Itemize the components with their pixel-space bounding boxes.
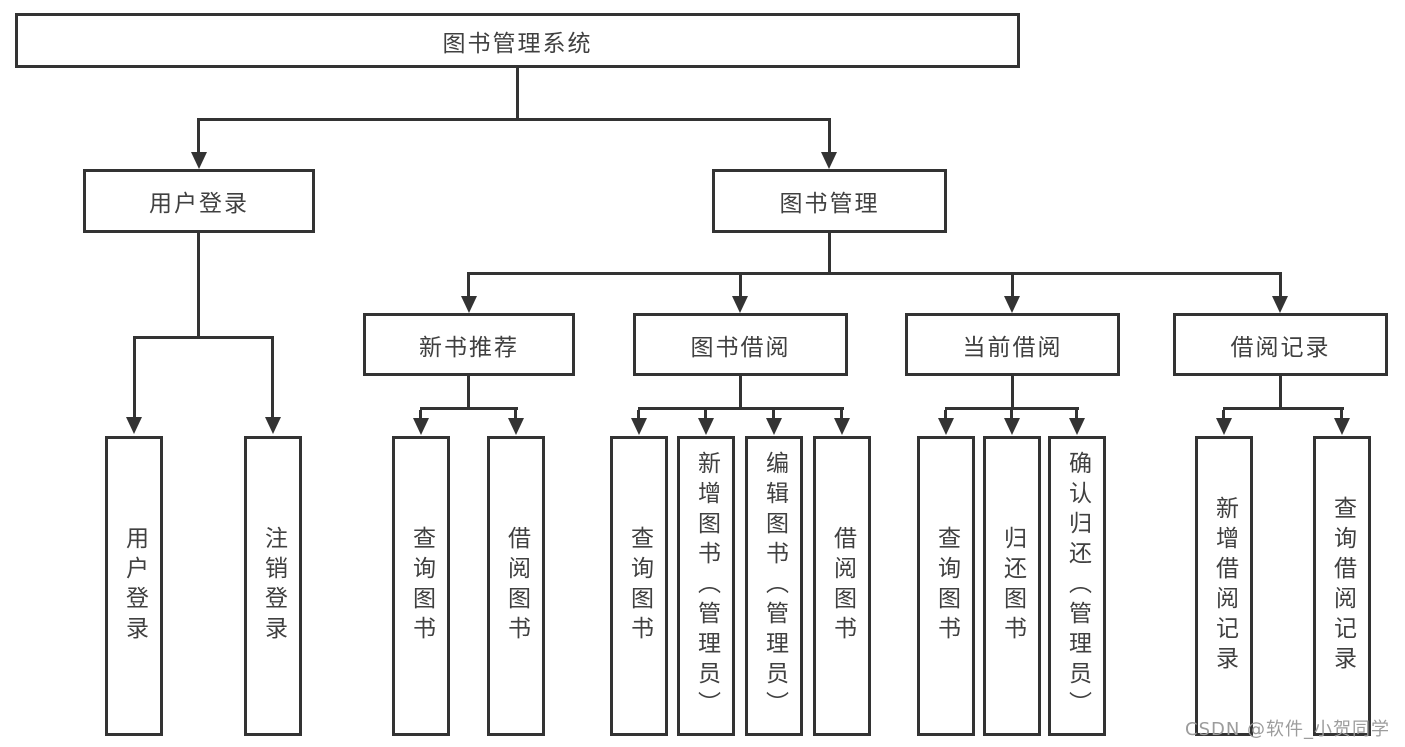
connector-arrow-down (265, 417, 281, 434)
connector-line (1279, 272, 1282, 296)
leaf-borrow-books-recommend: 借阅图书 (487, 436, 545, 736)
connector-line (467, 272, 1281, 275)
connector-line (739, 272, 742, 296)
connector-line (516, 67, 519, 118)
leaf-confirm-return-admin-label: 确认归还（管理员） (1064, 451, 1091, 721)
leaf-query-books-current-label: 查询图书 (933, 526, 960, 646)
connector-line (514, 410, 517, 419)
leaf-user-login-label: 用户登录 (121, 526, 148, 646)
node-current-borrowing-label: 当前借阅 (962, 334, 1063, 361)
leaf-edit-book-admin-label: 编辑图书（管理员） (761, 451, 788, 721)
connector-arrow-down (834, 418, 850, 435)
node-new-book-recommendation: 新书推荐 (363, 313, 575, 376)
connector-line (772, 410, 775, 419)
leaf-return-book: 归还图书 (983, 436, 1041, 736)
leaf-query-borrow-record: 查询借阅记录 (1313, 436, 1371, 736)
connector-line (197, 118, 831, 121)
leaf-query-books-current: 查询图书 (917, 436, 975, 736)
connector-line (1223, 407, 1344, 410)
leaf-user-login: 用户登录 (105, 436, 163, 736)
leaf-logout-label: 注销登录 (260, 526, 287, 646)
connector-line (828, 118, 831, 154)
connector-line (1011, 272, 1014, 296)
connector-arrow-down (698, 418, 714, 435)
node-borrowing-records-label: 借阅记录 (1230, 334, 1331, 361)
node-book-management: 图书管理 (712, 169, 947, 233)
node-user-login: 用户登录 (83, 169, 315, 233)
connector-line (1010, 410, 1013, 419)
connector-line (1011, 376, 1014, 407)
connector-line (944, 410, 947, 419)
connector-arrow-down (1069, 418, 1085, 435)
connector-line (945, 407, 1079, 410)
connector-line (828, 232, 831, 272)
connector-arrow-down (732, 296, 748, 313)
node-book-borrowing: 图书借阅 (633, 313, 848, 376)
leaf-query-borrow-record-label: 查询借阅记录 (1329, 496, 1356, 676)
connector-arrow-down (1334, 418, 1350, 435)
connector-line (133, 336, 136, 418)
connector-line (467, 376, 470, 407)
connector-arrow-down (413, 418, 429, 435)
connector-line (467, 272, 470, 296)
connector-line (1222, 410, 1225, 419)
connector-arrow-down (1216, 418, 1232, 435)
connector-line (704, 410, 707, 419)
connector-arrow-down (1272, 296, 1288, 313)
node-new-book-recommendation-label: 新书推荐 (419, 334, 519, 361)
connector-arrow-down (821, 152, 837, 169)
connector-arrow-down (1004, 418, 1020, 435)
leaf-borrow-books-borrowing: 借阅图书 (813, 436, 871, 736)
node-library-management-system: 图书管理系统 (15, 13, 1020, 68)
leaf-add-book-admin-label: 新增图书（管理员） (693, 451, 720, 721)
connector-arrow-down (508, 418, 524, 435)
leaf-add-borrow-record: 新增借阅记录 (1195, 436, 1253, 736)
connector-line (637, 410, 640, 419)
connector-line (1279, 376, 1282, 407)
leaf-query-books-recommend-label: 查询图书 (408, 526, 435, 646)
leaf-query-books-recommend: 查询图书 (392, 436, 450, 736)
connector-line (197, 232, 200, 336)
node-book-borrowing-label: 图书借阅 (690, 334, 791, 361)
leaf-query-books-borrowing-label: 查询图书 (626, 526, 653, 646)
connector-arrow-down (191, 152, 207, 169)
leaf-borrow-books-recommend-label: 借阅图书 (503, 526, 530, 646)
leaf-add-borrow-record-label: 新增借阅记录 (1211, 496, 1238, 676)
connector-line (271, 336, 274, 418)
connector-line (1075, 410, 1078, 419)
node-current-borrowing: 当前借阅 (905, 313, 1120, 376)
leaf-borrow-books-borrowing-label: 借阅图书 (829, 526, 856, 646)
connector-arrow-down (1004, 296, 1020, 313)
node-library-management-system-label: 图书管理系统 (442, 30, 593, 57)
leaf-logout: 注销登录 (244, 436, 302, 736)
leaf-return-book-label: 归还图书 (999, 526, 1026, 646)
node-book-management-label: 图书管理 (779, 191, 880, 217)
connector-arrow-down (938, 418, 954, 435)
node-user-login-label: 用户登录 (149, 191, 249, 217)
connector-arrow-down (766, 418, 782, 435)
connector-line (133, 336, 274, 339)
connector-line (739, 376, 742, 407)
connector-line (840, 410, 843, 419)
connector-arrow-down (461, 296, 477, 313)
connector-arrow-down (126, 417, 142, 434)
node-borrowing-records: 借阅记录 (1173, 313, 1388, 376)
connector-line (1340, 410, 1343, 419)
leaf-add-book-admin: 新增图书（管理员） (677, 436, 735, 736)
leaf-confirm-return-admin: 确认归还（管理员） (1048, 436, 1106, 736)
watermark: CSDN @软件_小贺同学 (1185, 719, 1391, 740)
connector-line (420, 407, 518, 410)
connector-line (638, 407, 844, 410)
connector-arrow-down (631, 418, 647, 435)
connector-line (197, 118, 200, 154)
leaf-edit-book-admin: 编辑图书（管理员） (745, 436, 803, 736)
leaf-query-books-borrowing: 查询图书 (610, 436, 668, 736)
connector-line (419, 410, 422, 419)
